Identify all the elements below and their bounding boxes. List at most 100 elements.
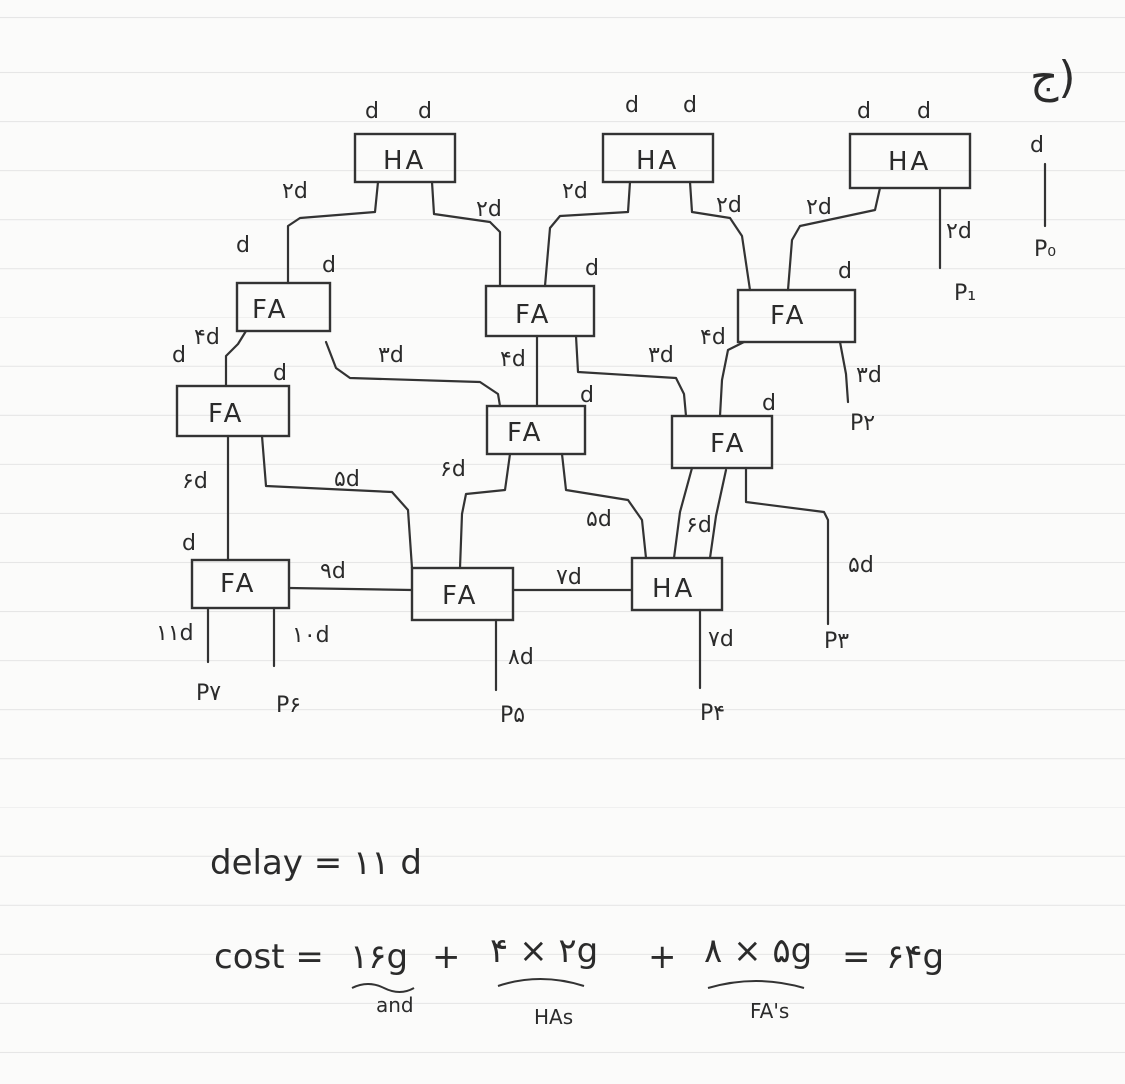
block-label: HA bbox=[652, 574, 695, 604]
output-p7: P۷ bbox=[196, 681, 221, 706]
full-adder-3: FA bbox=[736, 288, 857, 344]
delay-fa7-out1: ۱۱d bbox=[156, 621, 194, 646]
delay-fa5-right: ۵d bbox=[586, 507, 612, 532]
wire-fa1-right bbox=[324, 340, 502, 408]
full-adder-5: FA bbox=[485, 404, 587, 456]
delay-ha4-out: ۷d bbox=[708, 627, 734, 652]
delay-fa8-carry: ۷d bbox=[556, 565, 582, 590]
half-adder-2: HA bbox=[601, 132, 715, 184]
full-adder-1: FA bbox=[235, 281, 332, 333]
input-ha2-b: d bbox=[683, 93, 697, 118]
delay-fa2-right: ۳d bbox=[648, 343, 674, 368]
cost-fa-term: ۸ × ۵g bbox=[704, 931, 812, 971]
input-ha3-b: d bbox=[917, 99, 931, 124]
input-ha2-a: d bbox=[625, 93, 639, 118]
wire-fa4-right bbox=[260, 434, 414, 570]
and-underbrace bbox=[351, 983, 415, 993]
wire-ha1-right bbox=[430, 180, 502, 288]
wire-fa6-mid bbox=[708, 468, 728, 560]
legend-output: P₀ bbox=[1034, 237, 1056, 262]
delay-fa1-left: ۴d bbox=[194, 325, 220, 350]
wire-fa3-p2 bbox=[838, 340, 850, 404]
legend-input: d bbox=[1030, 133, 1044, 158]
delay-fa7-out2: ۱۰d bbox=[292, 623, 330, 648]
half-adder-4: HA bbox=[630, 556, 724, 612]
delay-fa5-left: ۶d bbox=[440, 457, 466, 482]
wire-ha2-right bbox=[688, 180, 752, 292]
output-p6: P۶ bbox=[276, 693, 301, 718]
wire-ha3-left bbox=[786, 186, 882, 292]
half-adder-1: HA bbox=[353, 132, 457, 184]
delay-fa3-left: ۴d bbox=[700, 325, 726, 350]
delay-ha1-right: ۲d bbox=[476, 197, 502, 222]
output-p2: P۲ bbox=[850, 411, 875, 436]
block-label: HA bbox=[383, 146, 426, 176]
wire-fa2-right bbox=[574, 334, 688, 418]
cost-equation: cost = ۱۶g + ۴ × ۲g + ۸ × ۵g = ۶۴g and H… bbox=[214, 931, 944, 1029]
output-p1: P₁ bbox=[954, 281, 976, 306]
full-adder-7: FA bbox=[190, 558, 291, 610]
full-adder-2: FA bbox=[484, 284, 596, 338]
label-and: and bbox=[376, 993, 414, 1017]
full-adder-8: FA bbox=[410, 566, 515, 622]
wire-fa5-left bbox=[458, 452, 512, 570]
delay-ha3-right: ۲d bbox=[946, 219, 972, 244]
delay-fa6-right: ۵d bbox=[848, 553, 874, 578]
delay-ha1-left: ۲d bbox=[282, 179, 308, 204]
block-label: FA bbox=[220, 569, 256, 599]
fa-underbrace bbox=[707, 980, 805, 989]
cost-ha-term: ۴ × ۲g bbox=[490, 931, 598, 971]
block-label: HA bbox=[888, 147, 931, 177]
full-adder-6: FA bbox=[670, 414, 774, 470]
input-ha1-b: d bbox=[418, 99, 432, 124]
delay-fa2-left: ۴d bbox=[500, 347, 526, 372]
cost-prefix: cost = bbox=[214, 937, 324, 977]
input-ha3-a: d bbox=[857, 99, 871, 124]
wire-fa8-to-fa7 bbox=[287, 586, 414, 592]
delay-fa3-right: ۳d bbox=[856, 363, 882, 388]
cost-total: ۶۴g bbox=[886, 937, 944, 977]
delay-ha3-left: ۲d bbox=[806, 195, 832, 220]
cost-equals: = bbox=[842, 937, 871, 977]
delay-equation: delay = ۱۱ d bbox=[210, 843, 422, 883]
delay-fa1-right: ۳d bbox=[378, 343, 404, 368]
input-fa4-a: d bbox=[172, 343, 186, 368]
input-fa3: d bbox=[838, 259, 852, 284]
input-fa5: d bbox=[580, 383, 594, 408]
block-label: FA bbox=[208, 399, 244, 429]
wire-fa1-left bbox=[224, 329, 248, 388]
delay-fa6-left: ۶d bbox=[686, 513, 712, 538]
wire-fa6-left bbox=[672, 466, 694, 560]
wire-fa6-p3 bbox=[744, 466, 830, 626]
cost-plus-1: + bbox=[432, 937, 461, 977]
section-mark: ج) bbox=[1030, 52, 1076, 103]
delay-fa4-left: ۶d bbox=[182, 469, 208, 494]
output-p5: P۵ bbox=[500, 703, 525, 728]
wire-fa5-right bbox=[560, 452, 648, 560]
wire-fa3-left bbox=[718, 340, 746, 418]
wire-ha1-left bbox=[286, 180, 380, 285]
delay-ha2-right: ۲d bbox=[716, 193, 742, 218]
block-label: FA bbox=[770, 301, 806, 331]
delay-ha2-left: ۲d bbox=[562, 179, 588, 204]
cost-and-term: ۱۶g bbox=[350, 937, 408, 977]
output-p4: P۴ bbox=[700, 701, 725, 726]
input-fa6: d bbox=[762, 391, 776, 416]
block-label: FA bbox=[515, 300, 551, 330]
input-ha1-a: d bbox=[365, 99, 379, 124]
full-adder-4: FA bbox=[175, 384, 291, 438]
block-label: HA bbox=[636, 146, 679, 176]
delay-fa4-right: ۵d bbox=[334, 467, 360, 492]
input-fa1-b: d bbox=[322, 253, 336, 278]
input-fa7: d bbox=[182, 531, 196, 556]
block-label: FA bbox=[442, 581, 478, 611]
input-fa1-a: d bbox=[236, 233, 250, 258]
block-label: FA bbox=[252, 295, 288, 325]
cost-plus-2: + bbox=[648, 937, 677, 977]
half-adder-3: HA bbox=[848, 132, 972, 190]
wire-ha2-left bbox=[543, 180, 632, 288]
input-fa2: d bbox=[585, 256, 599, 281]
output-p3: P۳ bbox=[824, 629, 849, 654]
ha-underbrace bbox=[497, 978, 585, 987]
